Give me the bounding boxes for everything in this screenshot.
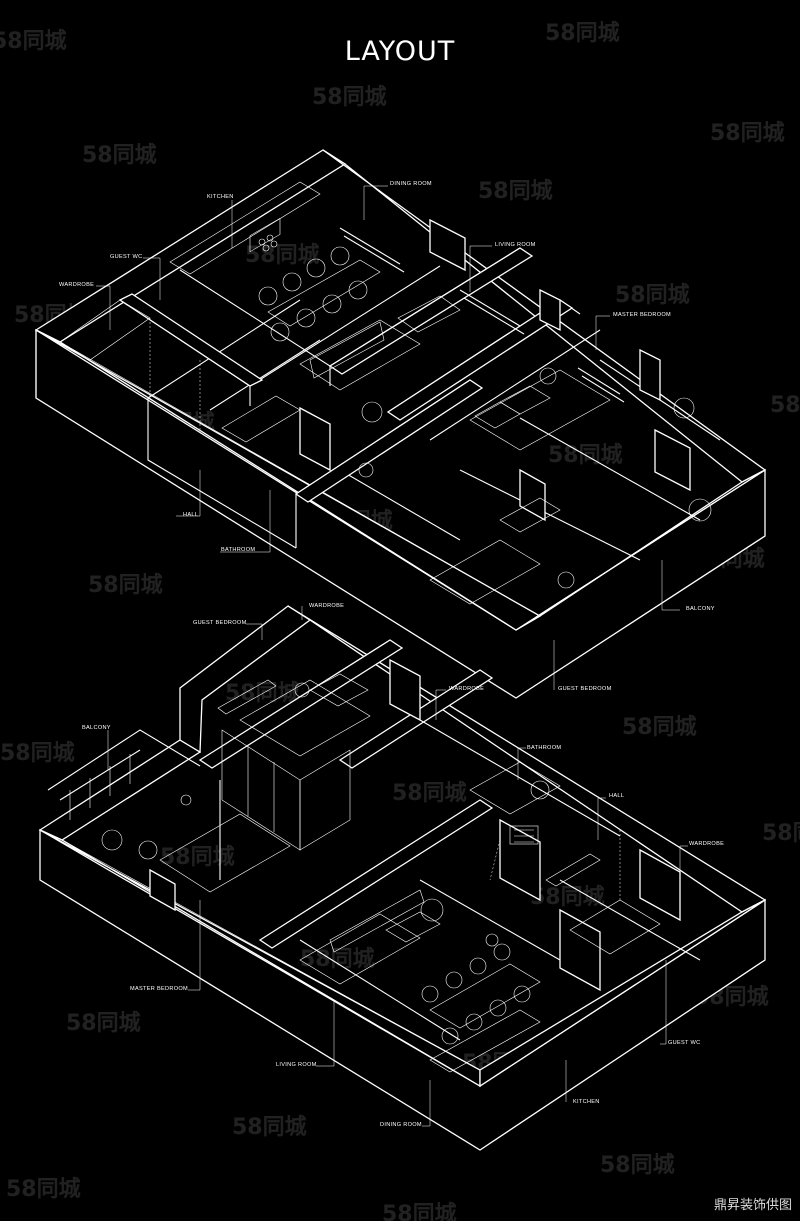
- watermark-text: 58同城: [82, 142, 157, 168]
- label-bathroom: BATHROOM: [221, 547, 255, 553]
- watermark-text: 58同城: [770, 392, 800, 418]
- watermark-text: 58同城: [245, 242, 320, 268]
- label-balcony: BALCONY: [686, 606, 715, 612]
- watermark-text: 58同城: [0, 28, 67, 54]
- watermark-text: 58同城: [225, 680, 300, 706]
- label-living-room: LIVING ROOM: [495, 242, 536, 248]
- top-floor-plan: KITCHEN DINING ROOM LIVING ROOM GUEST WC…: [34, 149, 767, 699]
- label-hall: HALL: [609, 793, 624, 799]
- watermark-text: 58同城: [0, 740, 75, 766]
- watermark-text: 58同城: [545, 20, 620, 46]
- watermark-text: 58同城: [478, 178, 553, 204]
- label-guest-bedroom: GUEST BEDROOM: [193, 620, 247, 626]
- label-guest-wc: GUEST WC: [110, 254, 142, 260]
- label-hall: HALL: [183, 512, 198, 518]
- bottom-floor-plan: GUEST BEDROOM WARDROBE WARDROBE BALCONY …: [38, 603, 767, 1151]
- watermark-text: 58同城: [382, 1201, 457, 1221]
- label-kitchen: KITCHEN: [207, 194, 234, 200]
- label-wardrobe-right: WARDROBE: [689, 841, 724, 847]
- label-living-room: LIVING ROOM: [276, 1062, 317, 1068]
- watermark-text: 58同城: [622, 714, 697, 740]
- watermark-text: 58同城: [66, 1010, 141, 1036]
- label-guest-wc: GUEST WC: [668, 1040, 700, 1046]
- watermark-text: 58同城: [392, 780, 467, 806]
- watermark-text: 58同城: [88, 572, 163, 598]
- page-title: LAYOUT: [344, 36, 456, 67]
- label-kitchen: KITCHEN: [573, 1099, 600, 1105]
- watermark-text: 58同城: [530, 884, 605, 910]
- watermark-text: 58同城: [600, 1152, 675, 1178]
- label-wardrobe-middle: WARDROBE: [449, 686, 484, 692]
- label-guest-bedroom: GUEST BEDROOM: [558, 686, 612, 692]
- label-wardrobe: WARDROBE: [59, 282, 94, 288]
- watermark-text: 58同城: [312, 84, 387, 110]
- watermark-text: 58同城: [6, 1176, 81, 1202]
- label-master-bedroom: MASTER BEDROOM: [613, 312, 671, 318]
- watermark-text: 58同城: [160, 844, 235, 870]
- watermark-text: 58同城: [615, 282, 690, 308]
- label-dining-room: DINING ROOM: [380, 1122, 422, 1128]
- label-wardrobe-top: WARDROBE: [309, 603, 344, 609]
- label-master-bedroom: MASTER BEDROOM: [130, 986, 188, 992]
- label-balcony: BALCONY: [82, 725, 111, 731]
- label-dining-room: DINING ROOM: [390, 181, 432, 187]
- label-bathroom: BATHROOM: [527, 745, 561, 751]
- watermark-text: 58同城: [232, 1114, 307, 1140]
- watermark-text: 58同城: [710, 120, 785, 146]
- watermark-text: 58同城: [762, 820, 800, 846]
- credit-text: 鼎昇装饰供图: [713, 1198, 792, 1213]
